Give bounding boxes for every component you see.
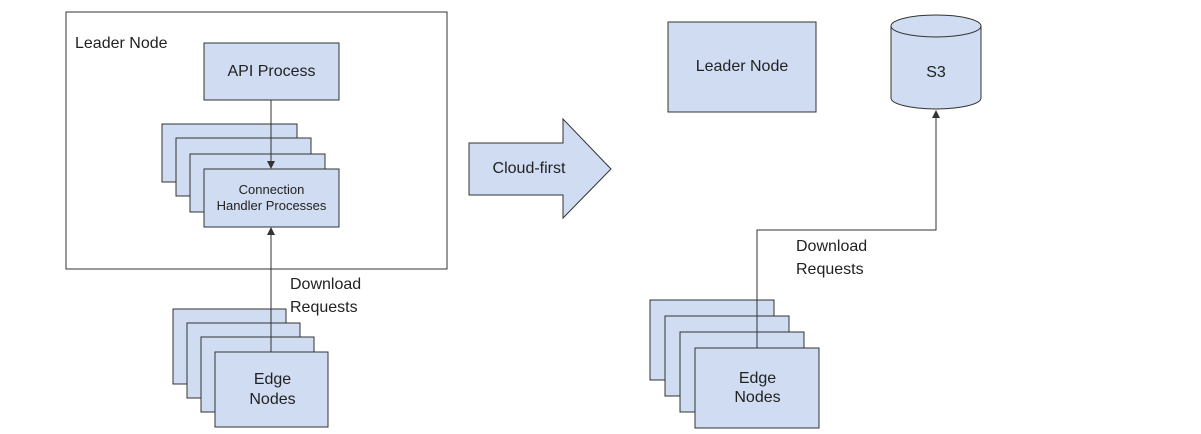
connection-handler-label: Connection Handler Processes: [216, 182, 327, 213]
leader-node-label-right: Leader Node: [695, 58, 789, 76]
edge-nodes-stack-left: [172, 308, 329, 428]
connection-handler-card-1: [203, 168, 340, 228]
download-requests-label-left: Download Requests: [290, 276, 362, 316]
leader-node-label-left: Leader Node: [75, 35, 168, 52]
edge-node-card-1: [694, 347, 820, 429]
api-process-label: API Process: [227, 62, 316, 80]
download-requests-label-right: Download Requests: [796, 238, 868, 278]
cloud-first-label: Cloud-first: [492, 160, 566, 178]
edge-nodes-label-left: Edge Nodes: [249, 371, 296, 408]
s3-cylinder-icon: [890, 14, 982, 110]
edge-nodes-label-right: Edge Nodes: [734, 369, 781, 406]
edge-to-s3-arrow: [756, 110, 940, 348]
leader-node-box-right: [667, 21, 817, 113]
edge-node-card-1: [214, 351, 329, 428]
api-process-box: [203, 42, 340, 101]
s3-label: S3: [926, 64, 946, 82]
edge-nodes-stack-right: [649, 299, 820, 429]
connection-handler-stack: [161, 123, 340, 228]
cloud-first-arrow: [468, 117, 612, 220]
